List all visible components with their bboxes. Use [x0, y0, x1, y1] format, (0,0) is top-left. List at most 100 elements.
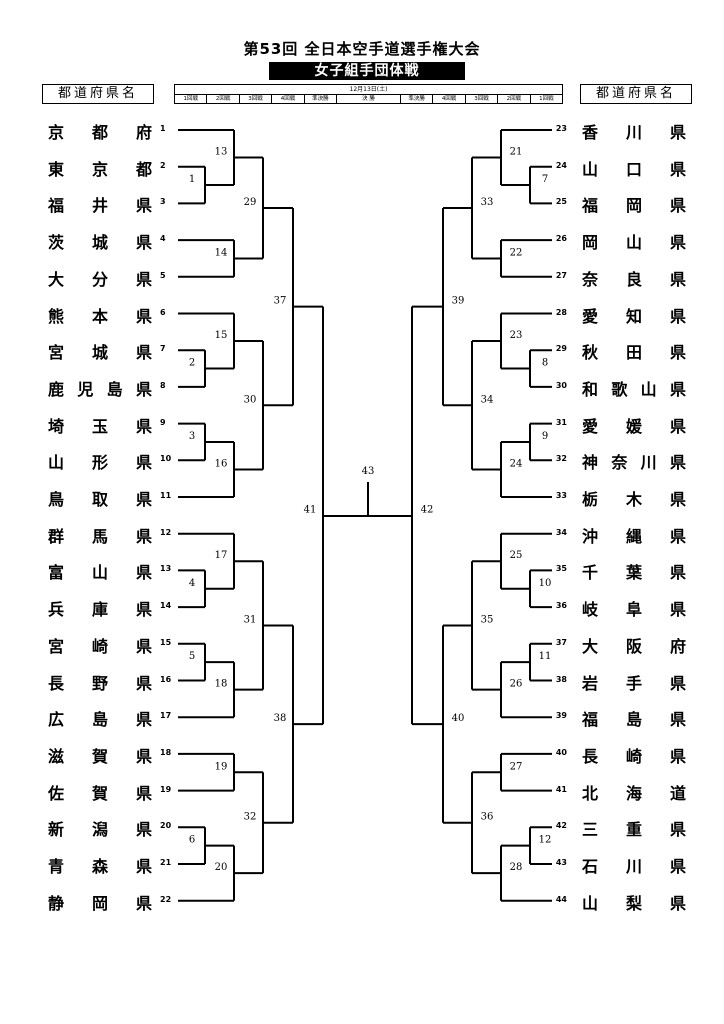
right-team-name: 北海道	[582, 783, 687, 803]
match-number: 9	[542, 431, 548, 442]
left-team-name: 茨城県	[48, 233, 153, 253]
match-number: 42	[421, 504, 434, 515]
left-team-seed: 17	[160, 711, 172, 721]
right-team-name: 愛媛県	[582, 416, 687, 436]
left-prefecture-header: 都道府県名	[42, 84, 154, 104]
event-subtitle: 女子組手団体戦	[269, 62, 465, 80]
right-team-name: 香川県	[582, 123, 687, 142]
right-team-seed: 39	[555, 711, 567, 721]
match-number: 10	[539, 578, 552, 589]
right-team-seed: 27	[555, 270, 567, 280]
match-number: 17	[215, 550, 228, 561]
right-prefecture-header: 都道府県名	[580, 84, 692, 104]
right-team-seed: 30	[555, 380, 567, 390]
left-team-seed: 18	[160, 747, 172, 757]
match-number: 36	[481, 812, 494, 823]
left-team-name: 京都府	[48, 123, 153, 142]
right-team-seed: 25	[555, 197, 567, 207]
left-team-name: 新潟県	[48, 820, 153, 840]
match-number: 31	[244, 614, 257, 625]
match-number: 4	[189, 578, 195, 589]
right-team-name: 岩手県	[582, 673, 687, 693]
match-number: 13	[215, 147, 228, 158]
left-team-seed: 3	[160, 197, 166, 207]
left-team-seed: 5	[160, 270, 166, 280]
right-team-name: 石川県	[582, 857, 687, 876]
match-number: 40	[452, 713, 465, 724]
match-number: 26	[510, 679, 523, 690]
round-cell-final: 決 勝	[336, 95, 400, 104]
left-team-name: 佐賀県	[48, 783, 153, 803]
left-team-name: 福井県	[48, 196, 153, 216]
right-team-name: 三重県	[582, 820, 687, 840]
match-number: 18	[215, 679, 228, 690]
right-team-seed: 37	[555, 637, 567, 647]
left-team-seed: 19	[160, 784, 172, 794]
left-team-name: 長野県	[48, 673, 153, 693]
match-number: 3	[189, 431, 195, 442]
tournament-title: 第53回 全日本空手道選手権大会	[243, 40, 481, 58]
left-team-seed: 9	[160, 417, 166, 427]
match-number: 1	[189, 174, 195, 185]
left-team-name: 東京都	[48, 159, 153, 179]
match-number: 33	[481, 197, 494, 208]
round-cell: 3回戦	[238, 95, 271, 104]
left-team-name: 山形県	[48, 453, 153, 473]
left-team-seed: 20	[160, 821, 172, 831]
right-team-seed: 41	[555, 784, 567, 794]
match-number: 27	[510, 761, 523, 772]
schedule-table: 12月13日(土) 1回戦 2回戦 3回戦 4回戦 準決勝 決 勝 準決勝 4回…	[174, 84, 563, 104]
round-cell: 準決勝	[399, 95, 432, 104]
left-team-name: 富山県	[48, 563, 153, 583]
right-team-seed: 40	[555, 747, 567, 757]
left-team-seed: 21	[160, 858, 172, 867]
left-team-seed: 6	[160, 307, 166, 317]
round-cell: 1回戦	[529, 95, 562, 104]
left-team-name: 宮崎県	[48, 636, 153, 656]
right-team-name: 和歌山県	[582, 379, 687, 399]
match-number: 15	[215, 330, 228, 341]
right-team-seed: 24	[555, 160, 567, 170]
left-team-seed: 22	[160, 894, 172, 904]
right-team-seed: 32	[555, 454, 567, 464]
right-team-name: 千葉県	[582, 563, 687, 583]
right-team-name: 秋田県	[582, 343, 687, 363]
right-team-seed: 44	[555, 894, 567, 904]
match-number: 12	[539, 835, 552, 846]
right-team-seed: 33	[555, 491, 567, 500]
match-number: 43	[362, 466, 375, 477]
round-cell: 4回戦	[271, 95, 303, 104]
match-number: 39	[452, 296, 465, 307]
round-cell: 1回戦	[183, 96, 198, 102]
right-team-seed: 26	[555, 234, 567, 244]
round-cell: 3回戦	[464, 95, 497, 104]
left-team-name: 青森県	[48, 857, 153, 876]
left-team-seed: 16	[160, 674, 172, 684]
right-team-name: 奈良県	[582, 269, 687, 289]
left-team-name: 広島県	[48, 710, 153, 730]
right-team-seed: 36	[555, 601, 567, 611]
match-number: 38	[274, 713, 287, 724]
left-team-seed: 12	[160, 527, 172, 537]
left-team-name: 群馬県	[48, 526, 153, 546]
match-number: 23	[510, 330, 523, 341]
right-team-name: 福岡県	[582, 196, 687, 216]
left-team-name: 静岡県	[48, 893, 153, 913]
right-team-name: 栃木県	[582, 490, 687, 509]
match-number: 41	[304, 504, 317, 515]
match-number: 22	[510, 247, 523, 258]
match-number: 28	[510, 862, 523, 873]
match-number: 21	[510, 147, 523, 158]
match-number: 32	[244, 812, 257, 823]
match-number: 8	[542, 358, 548, 369]
left-team-name: 宮城県	[48, 343, 153, 363]
left-team-name: 鹿児島県	[48, 379, 153, 399]
match-number: 24	[510, 458, 523, 469]
right-team-name: 長崎県	[582, 746, 687, 766]
right-team-name: 山梨県	[582, 893, 687, 913]
match-number: 16	[215, 458, 228, 469]
match-number: 7	[542, 174, 548, 185]
match-number: 29	[244, 197, 257, 208]
round-cell: 準決勝	[303, 95, 336, 104]
